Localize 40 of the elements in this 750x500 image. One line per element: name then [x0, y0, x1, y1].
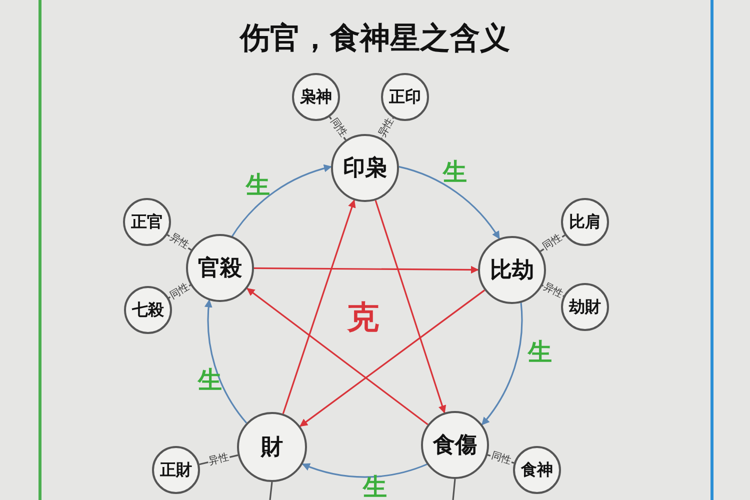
node-label: 食傷	[433, 432, 477, 460]
connector-line	[452, 478, 456, 500]
sub-circle-node	[561, 198, 609, 246]
sub-circle-node	[513, 446, 561, 494]
arrow	[374, 200, 446, 414]
arrow	[302, 462, 428, 478]
arrow	[254, 266, 479, 274]
node-label: 正財	[160, 460, 192, 480]
node-label: 財	[261, 434, 283, 462]
connector-line	[269, 482, 273, 500]
edge-label: 生	[246, 173, 270, 197]
node-label: 比肩	[569, 212, 601, 232]
node-label: 枭神	[300, 86, 332, 108]
edge-label: 生	[198, 368, 222, 392]
node-label: 正官	[131, 212, 163, 232]
center-label: 克	[347, 297, 379, 338]
node-label: 食神	[521, 460, 553, 480]
node-label: 官殺	[198, 254, 242, 283]
node-label: 七殺	[132, 300, 164, 320]
sub-circle-node	[561, 283, 609, 331]
node-label: 比劫	[490, 257, 534, 285]
main-circle-node	[237, 412, 307, 482]
edge-label: 异性	[206, 452, 230, 468]
arrow	[231, 164, 332, 237]
sub-circle-node	[152, 446, 200, 494]
arrow	[481, 302, 523, 426]
edge-label: 同性	[488, 450, 513, 467]
arrow	[398, 166, 500, 240]
node-label: 正印	[389, 86, 421, 108]
arrow	[246, 288, 428, 426]
edge-label: 生	[528, 340, 552, 364]
edge-label: 生	[443, 160, 467, 184]
arrow	[204, 299, 248, 424]
node-label: 劫財	[569, 296, 601, 318]
title: 伤官，食神星之含义	[240, 21, 510, 56]
arrow	[300, 290, 486, 427]
edge-label: 生	[363, 475, 387, 499]
arrow	[282, 200, 356, 414]
sub-circle-node	[123, 198, 171, 246]
node-label: 印枭	[343, 154, 387, 183]
